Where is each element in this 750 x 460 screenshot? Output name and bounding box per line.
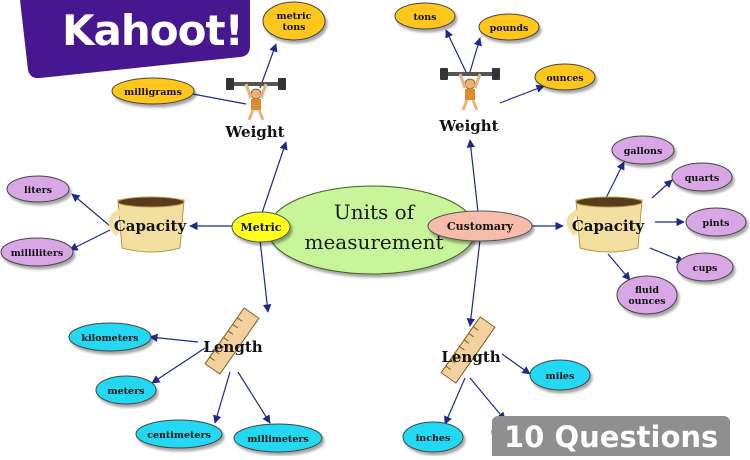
arrow-kilometers [149, 333, 199, 343]
arrow-centimeters [213, 371, 231, 424]
unit-node: milligrams [111, 77, 195, 105]
coffee-mug-icon [108, 196, 185, 253]
unit-node: kilometers [68, 322, 152, 352]
unit-label: pints [703, 218, 730, 229]
unit-label: quarts [685, 173, 719, 184]
unit-node: milliliters [0, 237, 74, 267]
unit-node: miles [529, 359, 591, 391]
arrow-quarts [651, 179, 673, 199]
unit-label: inches [416, 433, 451, 444]
arrow-milliliters [69, 229, 111, 251]
badge-shape [20, 0, 250, 79]
unit-node: liters [6, 175, 70, 203]
arrow-millimeters [237, 371, 271, 424]
arrow-meters [151, 347, 206, 384]
arrow-inches [444, 377, 466, 425]
ruler-icon [440, 316, 496, 384]
arrow-customary-length [466, 239, 481, 327]
arrow-customary-weight [466, 139, 479, 213]
arrow-liters [71, 193, 111, 227]
customary-weight-label: Weight [438, 117, 498, 135]
unit-node: quarts [671, 162, 733, 192]
customary-node: Customary [427, 210, 533, 242]
metric-capacity-label: Capacity [114, 217, 188, 235]
arrow-ounces [499, 84, 545, 104]
weightlifter-icon [440, 68, 500, 111]
arrow-tons [445, 29, 467, 73]
unit-label: meters [108, 386, 145, 397]
category-labels: Weight Capacity Length Weight Capacity L… [114, 117, 646, 366]
arrow-yards [469, 377, 506, 421]
arrow-pounds [469, 37, 482, 73]
arrow-fluid-ounces [607, 253, 631, 281]
weightlifter-icon [226, 78, 286, 121]
arrow-cups [649, 247, 685, 264]
connector-arrows [69, 29, 685, 425]
center-label-line2: measurement [305, 230, 444, 254]
unit-node: inches [402, 421, 464, 453]
unit-node: cups [676, 252, 734, 282]
center-node: Units of measurement [267, 185, 477, 275]
unit-label: pounds [490, 23, 529, 34]
unit-label: milligrams [124, 87, 182, 98]
arrow-miles [501, 353, 531, 375]
unit-label: ounces [546, 73, 583, 84]
unit-label: tons [414, 12, 437, 23]
arrow-metric-tons [259, 43, 278, 89]
kahoot-logo-text: Kahoot! [62, 6, 244, 55]
unit-node: tons [394, 2, 456, 30]
unit-label: miles [546, 371, 575, 382]
unit-label: liters [24, 185, 52, 196]
kahoot-logo-badge: Kahoot! [0, 0, 250, 80]
metric-length-label: Length [203, 338, 262, 356]
unit-node: ounces [534, 63, 596, 91]
center-label-line1: Units of [334, 200, 416, 224]
unit-label: kilometers [81, 333, 138, 344]
unit-label: centimeters [147, 430, 211, 441]
unit-label: cups [693, 263, 718, 274]
unit-node: pints [685, 207, 747, 237]
metric-node: Metric [231, 211, 291, 243]
unit-node: meters [95, 375, 157, 405]
arrow-gallons [605, 161, 625, 199]
customary-capacity-label: Capacity [572, 217, 646, 235]
metric-label: Metric [241, 221, 282, 234]
customary-length-label: Length [441, 348, 500, 366]
arrow-metric-weight [261, 141, 288, 214]
unit-node: gallons [611, 135, 675, 165]
unit-node: pounds [478, 13, 540, 41]
unit-node: centimeters [135, 419, 223, 449]
customary-label: Customary [447, 220, 514, 233]
ruler-icon [204, 307, 260, 375]
arrow-metric-length [259, 239, 272, 313]
unit-label: gallons [624, 146, 663, 157]
questions-count-label: 10 Questions [504, 420, 719, 454]
unit-label: milliliters [11, 248, 64, 259]
coffee-mug-icon [566, 196, 643, 253]
metric-weight-label: Weight [224, 123, 284, 141]
questions-count-bar: 10 Questions [492, 416, 730, 456]
unit-node: millimeters [233, 423, 323, 453]
unit-label: millimeters [247, 434, 308, 445]
